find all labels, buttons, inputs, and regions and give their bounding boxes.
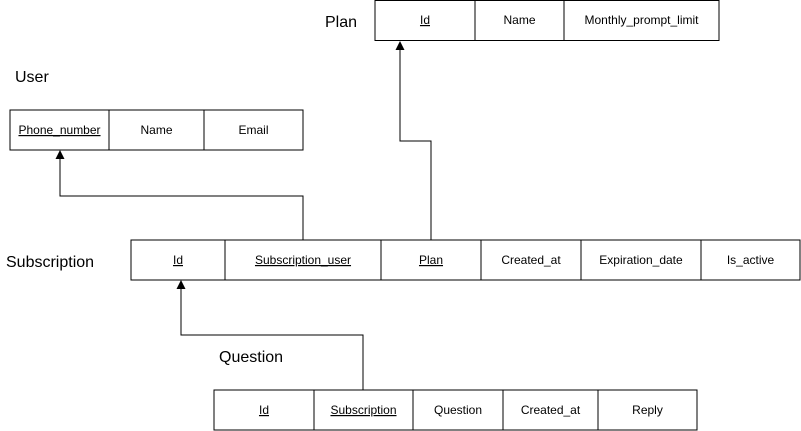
- field-user-phone-number: Phone_number: [9, 109, 110, 151]
- table-label-subscription: Subscription: [6, 254, 94, 271]
- connector-line: [59, 158, 304, 240]
- field-subscription-subscription-user-label: Subscription_user: [255, 253, 351, 267]
- field-user-name-label: Name: [140, 123, 172, 137]
- field-plan-name-label: Name: [503, 13, 535, 27]
- connector-line: [180, 288, 364, 390]
- field-plan-monthly-prompt-limit: Monthly_prompt_limit: [563, 0, 720, 41]
- field-plan-name: Name: [474, 0, 565, 41]
- table-subscription: Id Subscription_user Plan Created_at Exp…: [130, 239, 801, 281]
- relationship-question-subscription-to-subscription: [176, 280, 364, 390]
- field-subscription-expiration-date: Expiration_date: [580, 239, 702, 281]
- field-plan-id-label: Id: [420, 13, 430, 27]
- arrowhead-icon: [395, 41, 405, 50]
- field-question-reply: Reply: [597, 389, 698, 431]
- field-plan-id: Id: [374, 0, 476, 41]
- table-question: Id Subscription Question Created_at Repl…: [213, 389, 698, 431]
- field-subscription-is-active-label: Is_active: [727, 253, 775, 267]
- connector-line: [399, 49, 432, 240]
- field-subscription-expiration-date-label: Expiration_date: [599, 253, 683, 267]
- field-subscription-plan: Plan: [380, 239, 482, 281]
- field-question-question: Question: [412, 389, 504, 431]
- field-question-id-label: Id: [259, 403, 269, 417]
- table-label-plan: Plan: [325, 14, 357, 31]
- field-question-subscription-label: Subscription: [330, 403, 396, 417]
- table-label-question: Question: [219, 349, 283, 366]
- table-user: Phone_number Name Email: [9, 109, 304, 151]
- field-user-email: Email: [203, 109, 304, 151]
- field-subscription-subscription-user: Subscription_user: [224, 239, 382, 281]
- field-subscription-plan-label: Plan: [419, 253, 443, 267]
- field-question-created-at-label: Created_at: [521, 403, 581, 417]
- field-user-phone-number-label: Phone_number: [18, 123, 100, 137]
- field-user-email-label: Email: [238, 123, 268, 137]
- arrowhead-icon: [55, 150, 65, 159]
- table-label-user: User: [15, 69, 49, 86]
- field-user-name: Name: [108, 109, 205, 151]
- relationship-subscription-user-to-user: [55, 150, 304, 240]
- field-subscription-id: Id: [130, 239, 226, 281]
- field-subscription-created-at-label: Created_at: [501, 253, 561, 267]
- field-question-reply-label: Reply: [632, 403, 663, 417]
- field-plan-monthly-prompt-limit-label: Monthly_prompt_limit: [584, 13, 699, 27]
- arrowhead-icon: [176, 280, 186, 289]
- relationship-subscription-plan-to-plan: [395, 41, 432, 240]
- field-subscription-created-at: Created_at: [480, 239, 582, 281]
- field-question-id: Id: [213, 389, 315, 431]
- field-question-subscription: Subscription: [313, 389, 414, 431]
- table-plan: Id Name Monthly_prompt_limit: [374, 0, 720, 41]
- field-subscription-id-label: Id: [173, 253, 183, 267]
- field-subscription-is-active: Is_active: [700, 239, 801, 281]
- field-question-question-label: Question: [434, 403, 482, 417]
- field-question-created-at: Created_at: [502, 389, 599, 431]
